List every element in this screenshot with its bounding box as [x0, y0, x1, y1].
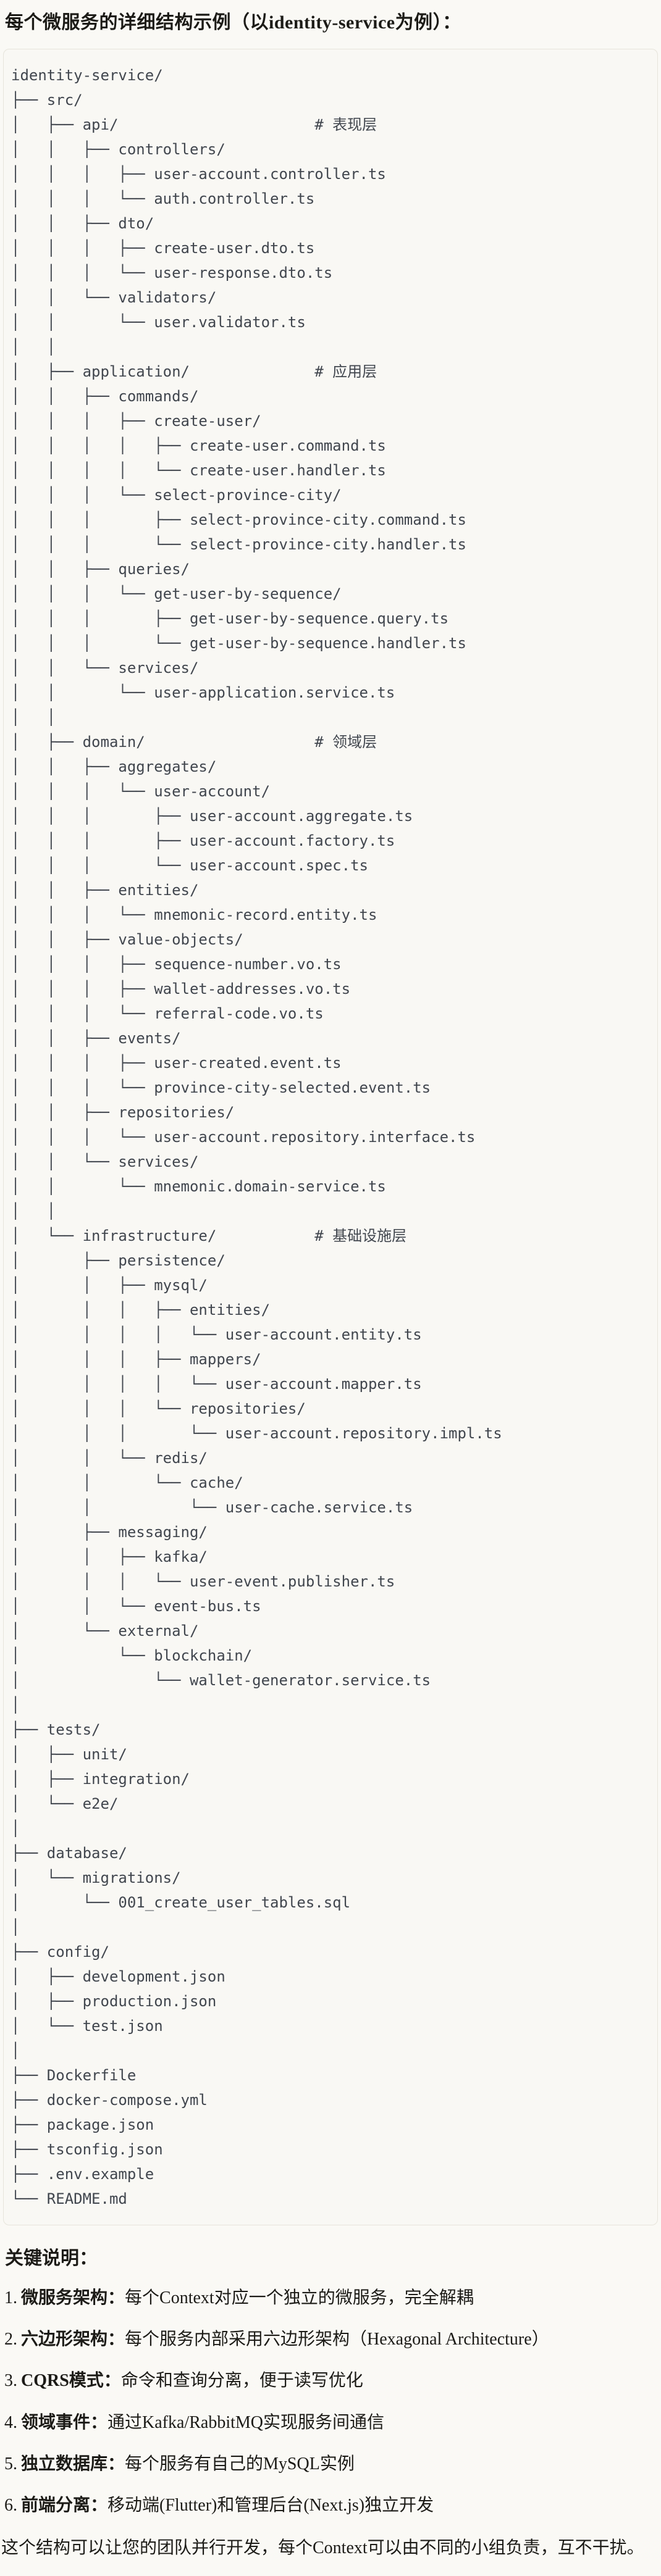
item-colon: ： — [103, 2371, 121, 2391]
key-notes-heading: 关键说明： — [5, 2248, 98, 2269]
key-point-item: 1.微服务架构：每个Context对应一个独立的微服务，完全解耦 — [4, 2288, 656, 2308]
directory-tree-code-block: identity-service/ ├── src/ │ ├── api/ # … — [3, 49, 658, 2225]
item-term: CQRS模式 — [21, 2371, 104, 2391]
item-number: 4. — [4, 2412, 17, 2432]
key-point-item: 3.CQRS模式：命令和查询分离，便于读写优化 — [4, 2371, 656, 2391]
key-point-item: 5.独立数据库：每个服务有自己的MySQL实例 — [4, 2454, 656, 2474]
key-point-item: 4.领域事件：通过Kafka/RabbitMQ实现服务间通信 — [4, 2413, 656, 2433]
item-colon: ： — [107, 2330, 125, 2349]
item-colon: ： — [90, 2495, 108, 2515]
item-description: 每个Context对应一个独立的微服务，完全解耦 — [125, 2288, 474, 2307]
item-colon: ： — [107, 2454, 125, 2474]
item-colon: ： — [90, 2412, 108, 2432]
item-description: 每个服务内部采用六边形架构（Hexagonal Architecture） — [125, 2330, 549, 2349]
item-colon: ： — [107, 2288, 125, 2307]
key-point-item: 6.前端分离：移动端(Flutter)和管理后台(Next.js)独立开发 — [4, 2496, 656, 2516]
key-points-list: 1.微服务架构：每个Context对应一个独立的微服务，完全解耦 2.六边形架构… — [4, 2288, 656, 2516]
item-term: 微服务架构 — [21, 2288, 108, 2307]
closing-paragraph: 这个结构可以让您的团队并行开发，每个Context可以由不同的小组负责，互不干扰… — [1, 2538, 644, 2558]
item-number: 3. — [4, 2371, 17, 2391]
item-description: 通过Kafka/RabbitMQ实现服务间通信 — [107, 2412, 384, 2432]
item-number: 2. — [4, 2330, 17, 2349]
item-term: 领域事件 — [21, 2412, 91, 2432]
item-number: 1. — [4, 2288, 17, 2307]
item-number: 6. — [4, 2495, 17, 2515]
item-term: 六边形架构 — [21, 2330, 108, 2349]
directory-tree-text: identity-service/ ├── src/ │ ├── api/ # … — [11, 67, 502, 2207]
item-term: 前端分离 — [21, 2495, 91, 2515]
item-number: 5. — [4, 2454, 17, 2474]
item-term: 独立数据库 — [21, 2454, 108, 2474]
key-point-item: 2.六边形架构：每个服务内部采用六边形架构（Hexagonal Architec… — [4, 2330, 656, 2349]
page-title: 每个微服务的详细结构示例（以identity-service为例）： — [5, 12, 461, 33]
item-description: 移动端(Flutter)和管理后台(Next.js)独立开发 — [107, 2495, 434, 2515]
item-description: 每个服务有自己的MySQL实例 — [125, 2454, 355, 2474]
item-description: 命令和查询分离，便于读写优化 — [120, 2371, 363, 2391]
